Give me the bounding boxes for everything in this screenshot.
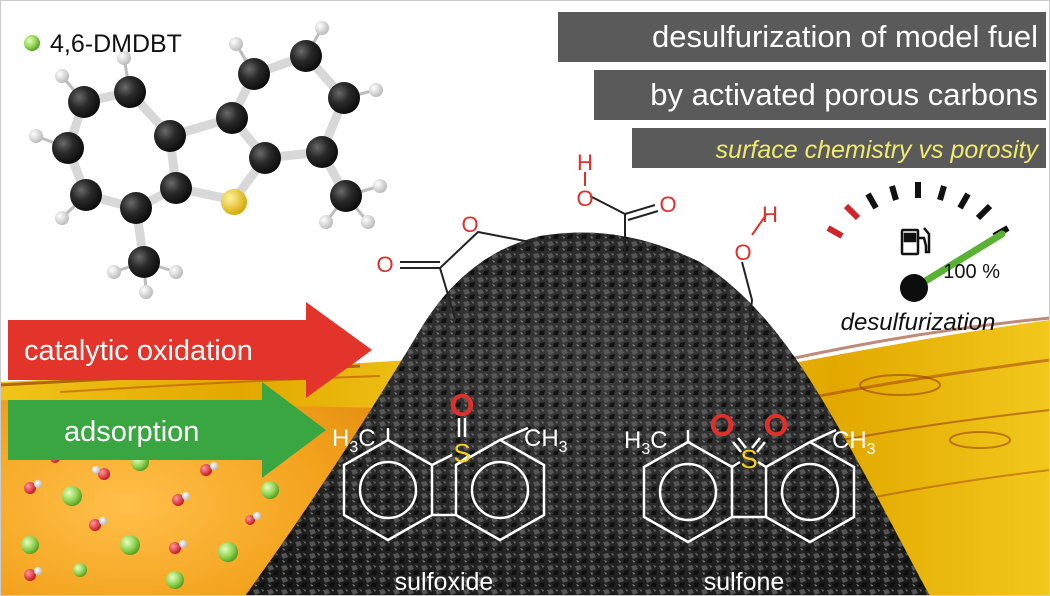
sulfoxide-cs-bond <box>455 453 471 467</box>
red-molecule <box>92 466 110 480</box>
red-molecule <box>169 540 187 554</box>
green-molecule <box>21 536 39 554</box>
title-block: desulfurization of model fuel by activat… <box>558 12 1046 168</box>
adsorption-label: adsorption <box>64 416 199 448</box>
sulfone-left-aromatic <box>658 462 718 522</box>
gauge-value: 100 % <box>943 261 1000 283</box>
surface-groups <box>400 172 767 341</box>
carboxyl-carbonyl-oxygen: O <box>659 192 676 217</box>
red-molecule <box>245 512 261 525</box>
sulfone-so-bond <box>751 437 761 449</box>
carbon-pile <box>245 232 930 596</box>
hydroxyl-hydrogen: H <box>762 202 778 227</box>
fuel-gauge: 100 % desulfurization <box>826 182 1010 336</box>
sulfone-label: sulfone <box>704 568 785 596</box>
sulfone-sulfur: S <box>740 444 757 474</box>
red-molecule <box>89 517 107 531</box>
sulfoxide-left-methyl: H3C <box>332 425 376 456</box>
adsorption-arrow-shape <box>8 382 326 478</box>
dmdbt-ball-stick-model <box>29 21 387 299</box>
sulfone-methyl-bond <box>809 428 837 444</box>
sulfur-atom <box>221 189 247 215</box>
green-molecule <box>62 486 82 506</box>
sulfone-cs-bond <box>757 460 767 469</box>
sulfoxide-methyl-bond <box>499 426 529 442</box>
carboxyl-oh-bond <box>589 195 626 215</box>
red-molecule <box>172 492 190 506</box>
hydrogen-atoms <box>29 21 387 299</box>
legend-marker <box>24 35 40 51</box>
carboxyl-co-bond <box>624 204 656 215</box>
oxygen-highlights <box>450 393 788 437</box>
lactone-oxygen: O <box>461 212 478 237</box>
green-molecule <box>218 542 238 562</box>
hydroxyl-oxygen: O <box>734 240 751 265</box>
legend: 4,6-DMDBT <box>24 30 182 58</box>
legend-label: 4,6-DMDBT <box>50 30 182 58</box>
adsorption-arrow: adsorption <box>8 382 326 478</box>
gauge-needle <box>910 230 1006 292</box>
model-bonds <box>63 51 351 267</box>
sulfone-so-bond <box>756 441 766 453</box>
gauge-ticks <box>826 182 1010 239</box>
gauge-caption: desulfurization <box>841 309 996 336</box>
green-molecule <box>261 481 279 499</box>
title-box-1 <box>558 12 1046 62</box>
sulfoxide-right-methyl: CH3 <box>524 425 568 456</box>
subtitle-box <box>632 128 1046 168</box>
title-box-2 <box>594 70 1046 120</box>
fuel-molecules <box>21 450 279 589</box>
carbonyl-oxygen: O <box>376 252 393 277</box>
green-molecule <box>120 535 140 555</box>
gauge-hub <box>900 274 928 302</box>
sulfoxide-structure <box>342 418 546 542</box>
subtitle: surface chemistry vs porosity <box>716 136 1040 164</box>
carbon-atoms <box>52 40 362 278</box>
sulfoxide-left-aromatic <box>358 460 418 520</box>
red-molecule <box>200 462 218 476</box>
sulfoxide-cs-bond <box>431 453 453 467</box>
green-molecule <box>73 563 87 577</box>
sulfoxide-right-aromatic <box>470 460 530 520</box>
green-molecule <box>166 571 184 589</box>
carboxyl-hydroxyl-oxygen: O <box>576 186 593 211</box>
red-molecule <box>24 567 42 581</box>
red-molecule <box>24 480 42 494</box>
sulfone-structure <box>642 428 856 544</box>
sulfone-left-methyl: H3C <box>624 427 668 458</box>
oxidation-arrow: catalytic oxidation <box>8 302 372 398</box>
hydroxyl-oh-bond <box>751 214 767 236</box>
title-line-1: desulfurization of model fuel <box>652 19 1038 54</box>
sulfone-so-bond <box>737 437 747 449</box>
title-line-2: by activated porous carbons <box>650 77 1038 112</box>
hydroxyl-chain-bond <box>741 261 754 341</box>
sulfoxide-sulfur: S <box>453 438 470 468</box>
oxidation-label: catalytic oxidation <box>24 335 253 367</box>
sulfoxide-label: sulfoxide <box>395 568 494 596</box>
anhydride-lactone-bonds <box>438 230 534 319</box>
oxidation-arrow-shape <box>8 302 372 398</box>
carboxyl-co-bond <box>627 210 659 221</box>
sulfone-right-aromatic <box>780 462 840 522</box>
sulfone-so-bond <box>732 441 742 453</box>
fuel-pump-icon <box>900 227 931 256</box>
carboxyl-hydrogen: H <box>577 150 593 175</box>
sulfone-right-methyl: CH3 <box>832 427 876 458</box>
sulfone-cs-bond <box>731 460 741 469</box>
